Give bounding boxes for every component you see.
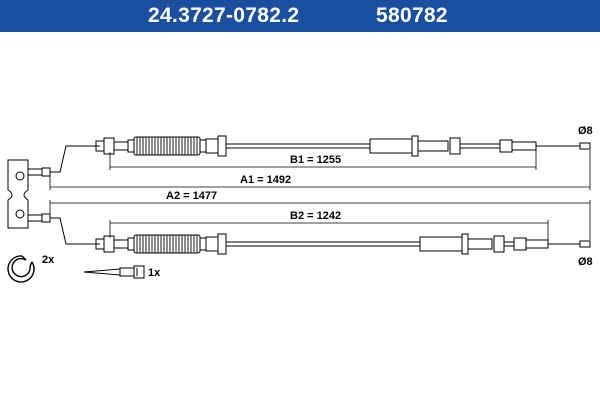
b1-label: B1 = 1255 — [290, 154, 341, 166]
article-number: 580782 — [376, 4, 448, 27]
bracket-hole-bottom — [15, 209, 25, 219]
top-left-collar — [127, 139, 135, 153]
bottom-sleeve-mid — [205, 236, 219, 252]
top-sleeve-mid — [205, 138, 219, 154]
title-bar: 24.3727-0782.2 580782 — [0, 0, 600, 32]
top-cable — [49, 135, 591, 173]
bottom-grommet-ring — [461, 233, 469, 255]
b2-label: B2 = 1242 — [290, 210, 341, 222]
equalizer-bracket — [7, 159, 51, 229]
top-left-nut — [103, 137, 115, 155]
cable-drawing: B1 = 1255 A1 = 1492 A2 = 1477 B2 = 1242 … — [7, 125, 593, 283]
top-nipple — [579, 142, 591, 150]
bottom-cable — [49, 217, 591, 255]
bracket-pin-bottom — [27, 214, 43, 222]
top-grommet — [369, 138, 413, 154]
top-sleeve-ring — [217, 135, 227, 157]
bottom-left-collar — [127, 237, 135, 251]
bottom-right-collar — [493, 235, 505, 253]
top-bellows — [133, 136, 201, 156]
diameter-bottom-label: Ø8 — [578, 256, 593, 268]
bottom-left-nut — [103, 235, 115, 253]
cable-tie-qty-label: 1x — [148, 267, 161, 279]
bottom-cable-lead — [49, 217, 100, 245]
bottom-right-ferrule — [513, 237, 527, 251]
top-right-collar — [449, 137, 461, 155]
bottom-sleeve-ring — [217, 233, 227, 255]
top-right-ferrule — [499, 139, 513, 153]
bracket-end-bottom — [41, 213, 51, 223]
a2-label: A2 = 1477 — [166, 190, 217, 202]
top-bellows-end — [199, 139, 207, 153]
top-cable-lead — [49, 145, 100, 173]
a1-label: A1 = 1492 — [240, 174, 291, 186]
dimensions — [49, 150, 591, 240]
diameter-top-label: Ø8 — [578, 125, 593, 137]
bracket-end-top — [41, 167, 51, 177]
top-grommet-tail — [417, 140, 449, 152]
top-left-sleeve — [113, 141, 129, 151]
bottom-right-end — [525, 239, 549, 249]
bottom-grommet — [419, 236, 463, 252]
bottom-bellows-end — [199, 237, 207, 251]
cable-tie-icon — [83, 265, 145, 279]
top-right-end — [511, 141, 537, 151]
bracket-hole-top — [15, 171, 25, 181]
retaining-clip-icon — [7, 255, 35, 283]
top-grommet-ring — [411, 135, 419, 157]
clip-qty-label: 2x — [42, 254, 55, 266]
bottom-nipple — [579, 240, 591, 248]
bottom-bellows — [133, 234, 201, 254]
bottom-left-sleeve — [113, 239, 129, 249]
bottom-grommet-tail — [467, 238, 493, 250]
bracket-pin-top — [27, 168, 43, 176]
part-number: 24.3727-0782.2 — [148, 4, 300, 27]
